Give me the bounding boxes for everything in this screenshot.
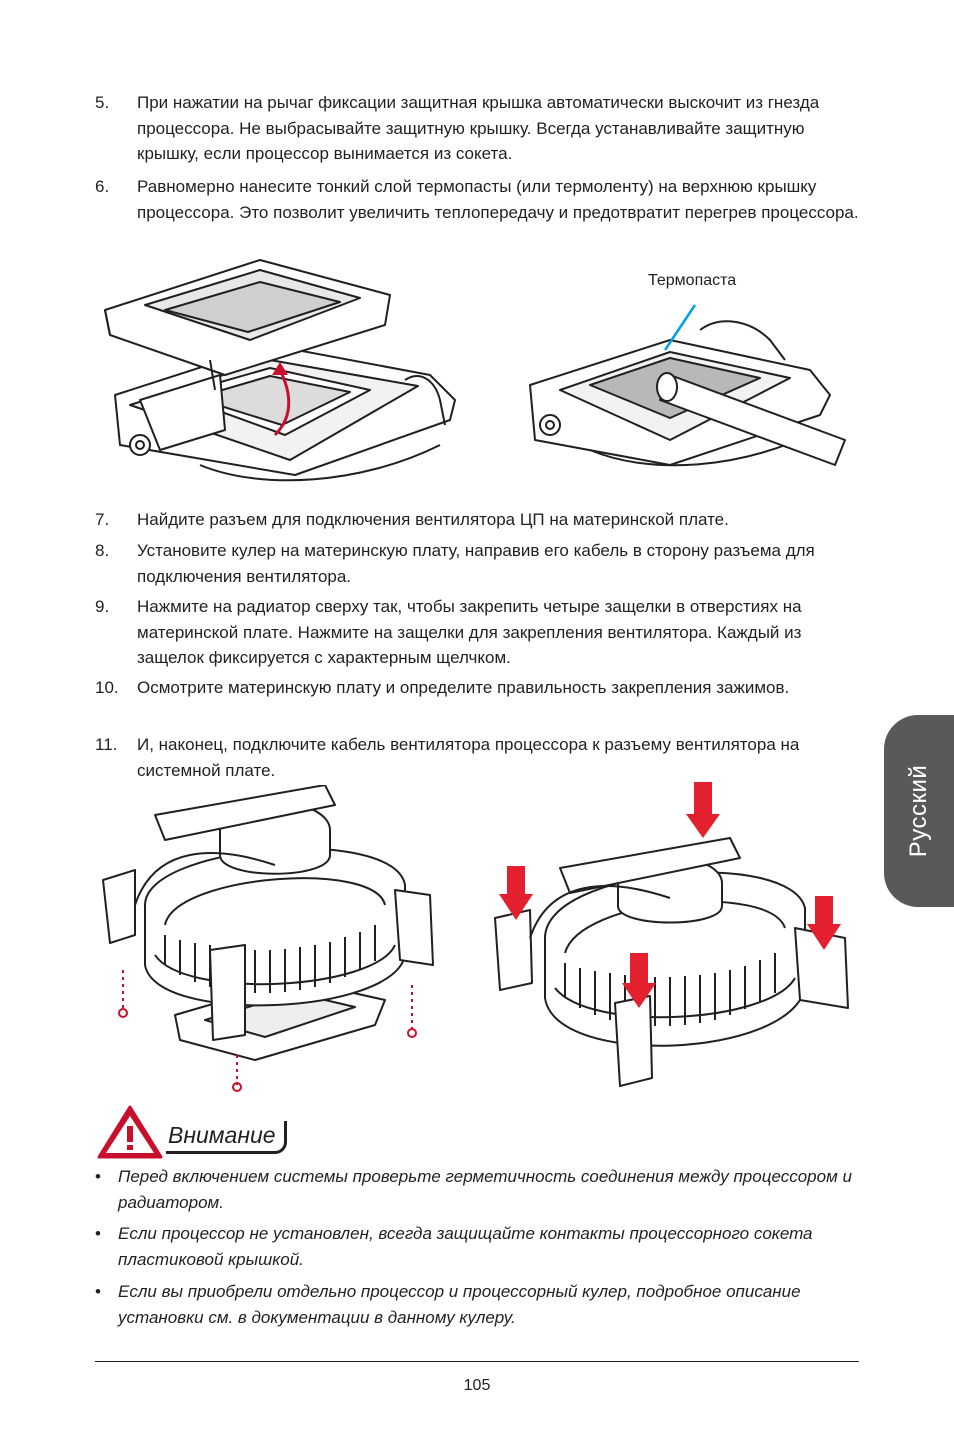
bullet-marker: •: [95, 1282, 101, 1301]
step-text: И, наконец, подключите кабель вентилятор…: [137, 735, 800, 780]
thermal-paste-illustration: [529, 304, 846, 467]
thermal-paste-label: Термопаста: [648, 272, 737, 289]
step-item: 8. Установите кулер на материнскую плату…: [95, 538, 865, 589]
page-number: 105: [463, 1377, 491, 1394]
step-item: 5. При нажатии на рычаг фиксации защитна…: [95, 90, 865, 167]
footer-divider: [95, 1361, 859, 1362]
bullet-text: Перед включением системы проверьте герме…: [118, 1167, 852, 1212]
bullet-marker: •: [95, 1167, 101, 1186]
step-item: 11. И, наконец, подключите кабель вентил…: [95, 732, 865, 783]
step-item: 6. Равномерно нанесите тонкий слой термо…: [95, 174, 865, 225]
step-item: 9. Нажмите на радиатор сверху так, чтобы…: [95, 594, 865, 671]
step-number: 8.: [95, 541, 110, 560]
step-number: 7.: [95, 510, 110, 529]
warning-bullet: • Если вы приобрели отдельно процессор и…: [95, 1279, 855, 1330]
step-number: 5.: [95, 93, 110, 112]
step-number: 6.: [95, 177, 110, 196]
language-tab-label: Русский: [905, 764, 932, 858]
step-text: Равномерно нанесите тонкий слой термопас…: [137, 177, 859, 222]
step-number: 9.: [95, 597, 110, 616]
step-text: Установите кулер на материнскую плату, н…: [137, 541, 815, 586]
step-text: Осмотрите материнскую плату и определите…: [137, 678, 790, 697]
cooler-press-illustration: [494, 782, 849, 1087]
step-text: Найдите разъем для подключения вентилято…: [137, 510, 729, 529]
step-text: Нажмите на радиатор сверху так, чтобы за…: [137, 597, 802, 667]
step-number: 11.: [95, 735, 118, 754]
bullet-text: Если вы приобрели отдельно процессор и п…: [118, 1282, 801, 1327]
warning-bullet: • Перед включением системы проверьте гер…: [95, 1164, 855, 1215]
warning-icon: [97, 1105, 163, 1159]
bullet-text: Если процессор не установлен, всегда защ…: [118, 1224, 813, 1269]
cooler-placement-illustration: [102, 785, 434, 1092]
warning-bullet: • Если процессор не установлен, всегда з…: [95, 1221, 855, 1272]
warning-title: Внимание: [166, 1121, 287, 1154]
bullet-marker: •: [95, 1224, 101, 1243]
step-text: При нажатии на рычаг фиксации защитная к…: [137, 93, 820, 163]
socket-cover-illustration: [104, 259, 456, 482]
step-item: 7. Найдите разъем для подключения вентил…: [95, 507, 865, 533]
language-tab: Русский: [884, 715, 954, 907]
step-number: 10.: [95, 678, 119, 697]
step-item: 10. Осмотрите материнскую плату и опреде…: [95, 675, 865, 701]
